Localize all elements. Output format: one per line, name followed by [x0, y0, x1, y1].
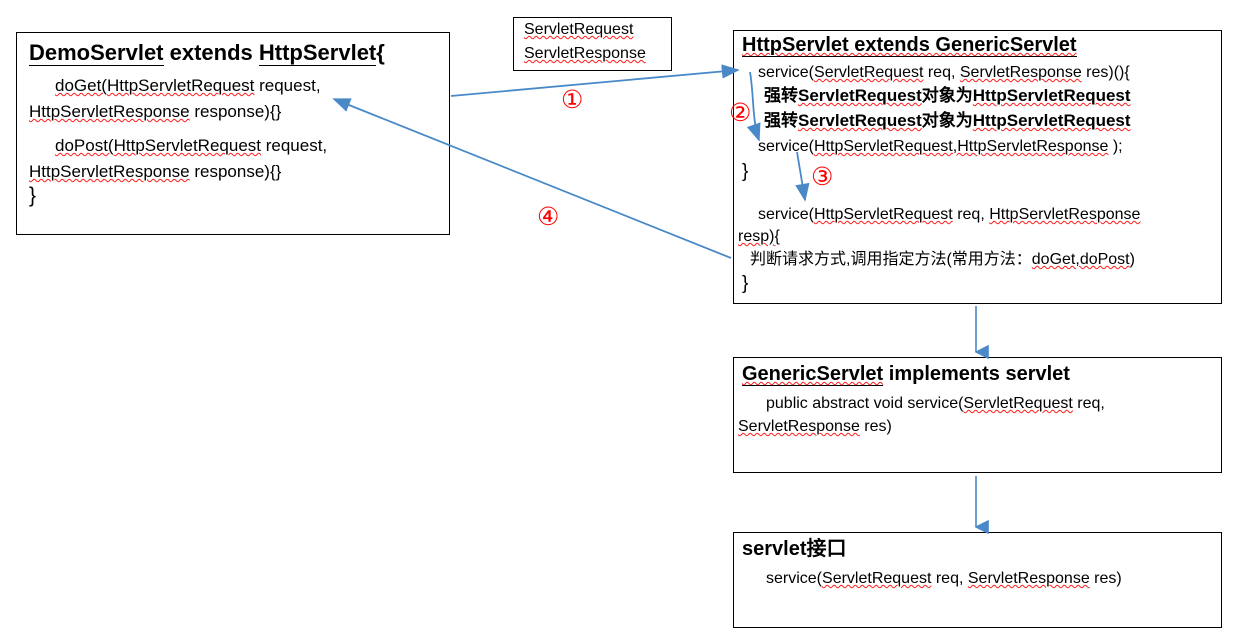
service2-req-name: req, [952, 206, 990, 223]
marker-1: ① [561, 87, 584, 114]
box-servlet-types: ServletRequest ServletResponse [513, 17, 672, 71]
service-open: service( [758, 64, 815, 81]
iface-req-name: req, [931, 570, 968, 587]
dopost-resp-name: response){} [189, 162, 282, 181]
box-servlet-interface: servlet接口 service(ServletRequest req, Se… [733, 532, 1222, 628]
servlet-interface-service-line: service(ServletRequest req, ServletRespo… [766, 570, 1122, 588]
http-servlet-service-signature: service(ServletRequest req, ServletRespo… [758, 64, 1130, 82]
demo-servlet-superclass: HttpServlet [258, 40, 377, 66]
abstract-res-type: ServletResponse [738, 418, 860, 435]
servlet-interface-name: servlet [742, 538, 807, 560]
service-req-type: ServletRequest [814, 64, 924, 81]
box-generic-servlet: GenericServlet implements servlet public… [733, 357, 1222, 473]
dopost-method: doPost( [55, 136, 114, 155]
box-demo-servlet: DemoServlet extends HttpServlet{ doGet(H… [16, 32, 450, 235]
demo-servlet-dopost-line: doPost(HttpServletRequest request, [55, 137, 327, 155]
inner-call-close: ); [1108, 138, 1123, 155]
doget-param-type: HttpServletRequest [106, 76, 255, 95]
arrow-1-demo-to-httpservlet [450, 64, 740, 97]
servlet-request-label: ServletRequest [524, 21, 634, 38]
servlet-interface-header: servlet接口 [742, 539, 847, 560]
demo-servlet-close-brace: } [29, 184, 37, 207]
generic-servlet-header: GenericServlet implements servlet [742, 363, 1070, 386]
http-servlet-service2-wrap: resp){ [738, 228, 780, 246]
description-methods: doGet,doPost [1031, 251, 1130, 268]
generic-servlet-service-line1: public abstract void service(ServletRequ… [766, 395, 1105, 413]
service-res-name: res)(){ [1081, 64, 1130, 81]
marker-4: ④ [537, 204, 560, 231]
demo-servlet-doget-line2: HttpServletResponse response){} [29, 103, 281, 121]
service2-res-type: HttpServletResponse [989, 206, 1141, 223]
demo-servlet-open-brace: { [376, 40, 385, 65]
iface-req-type: ServletRequest [822, 570, 932, 587]
abstract-req-name: req, [1072, 395, 1105, 412]
generic-servlet-name: GenericServlet [742, 363, 884, 386]
inner-call-args: HttpServletRequest,HttpServletResponse [814, 138, 1109, 155]
http-servlet-cast-line-2: 强转ServletRequest对象为HttpServletRequest [764, 112, 1131, 130]
iface-service-open: service( [766, 570, 823, 587]
servlet-interface-suffix: 接口 [806, 538, 847, 560]
demo-servlet-header: DemoServlet extends HttpServlet{ [29, 40, 385, 66]
dopost-param-name: request, [261, 136, 328, 155]
demo-servlet-dopost-line2: HttpServletResponse response){} [29, 163, 281, 181]
http-servlet-brace-2: } [742, 273, 749, 294]
cast1-from-type: ServletRequest [798, 86, 922, 105]
demo-servlet-name: DemoServlet [29, 40, 164, 66]
http-servlet-header: HttpServlet extends GenericServlet [742, 34, 1077, 57]
marker-2: ② [729, 100, 752, 127]
demo-servlet-doget-line: doGet(HttpServletRequest request, [55, 77, 321, 95]
iface-res-type: ServletResponse [967, 570, 1090, 587]
abstract-req-type: ServletRequest [963, 395, 1073, 412]
cast2-from-type: ServletRequest [798, 111, 922, 130]
doget-resp-type: HttpServletResponse [29, 102, 190, 121]
marker-3: ③ [811, 164, 834, 191]
cast2-prefix: 强转 [764, 111, 798, 130]
http-servlet-cast-line-1: 强转ServletRequest对象为HttpServletRequest [764, 87, 1131, 105]
http-servlet-description: 判断请求方式,调用指定方法(常用方法：doGet,doPost) [750, 251, 1135, 269]
iface-res-name: res) [1089, 570, 1122, 587]
dopost-resp-type: HttpServletResponse [29, 162, 190, 181]
service-res-type: ServletResponse [959, 64, 1082, 81]
doget-method: doGet( [55, 76, 107, 95]
doget-resp-name: response){} [189, 102, 282, 121]
service-req-name: req, [923, 64, 960, 81]
cast2-middle: 对象为 [921, 111, 973, 130]
cast2-to-type: HttpServletRequest [972, 111, 1131, 130]
demo-servlet-extends-kw: extends [163, 40, 259, 65]
cast1-to-type: HttpServletRequest [972, 86, 1131, 105]
http-servlet-header-text: HttpServlet extends GenericServlet [742, 34, 1077, 57]
dopost-param-type: HttpServletRequest [113, 136, 261, 155]
http-servlet-service2-signature: service(HttpServletRequest req, HttpServ… [758, 206, 1141, 224]
cast1-middle: 对象为 [921, 86, 973, 105]
description-close: ) [1129, 251, 1135, 268]
generic-servlet-implements: implements servlet [883, 363, 1070, 385]
box-http-servlet: HttpServlet extends GenericServlet servi… [733, 30, 1222, 304]
servlet-response-label: ServletResponse [524, 45, 646, 62]
description-text: 判断请求方式,调用指定方法(常用方法： [750, 251, 1032, 268]
service2-req-type: HttpServletRequest [814, 206, 953, 223]
cast1-prefix: 强转 [764, 86, 798, 105]
service2-res-name: resp){ [738, 228, 780, 245]
doget-param-name: request, [254, 76, 321, 95]
http-servlet-brace-1: } [742, 161, 749, 182]
http-servlet-inner-call: service(HttpServletRequest,HttpServletRe… [758, 138, 1123, 156]
inner-call-open: service( [758, 138, 815, 155]
abstract-service-open: public abstract void service( [766, 395, 964, 412]
generic-servlet-service-line2: ServletResponse res) [738, 418, 892, 436]
abstract-res-name: res) [859, 418, 892, 435]
service2-open: service( [758, 206, 815, 223]
